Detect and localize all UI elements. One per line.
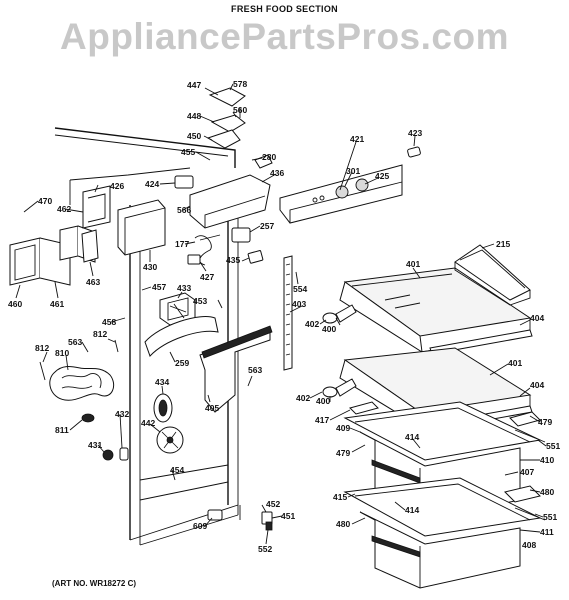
callout-259: 259 <box>175 358 189 368</box>
callout-480b: 480 <box>336 519 350 529</box>
callout-551b: 551 <box>543 512 557 522</box>
callout-435: 435 <box>226 255 240 265</box>
callout-453: 453 <box>193 296 207 306</box>
callout-578: 578 <box>233 79 247 89</box>
shelf-support-rail <box>199 255 293 413</box>
callout-462: 462 <box>57 204 71 214</box>
callout-432: 432 <box>115 409 129 419</box>
callout-425: 425 <box>375 171 389 181</box>
hinge-parts <box>207 505 273 531</box>
callout-454: 454 <box>170 465 184 475</box>
callout-403: 403 <box>292 299 306 309</box>
callout-470: 470 <box>38 196 52 206</box>
callout-479a: 479 <box>538 417 552 427</box>
control-housing <box>174 154 273 229</box>
callout-480a: 480 <box>540 487 554 497</box>
callout-551a: 551 <box>546 441 560 451</box>
light-shield <box>144 316 219 357</box>
callout-417: 417 <box>315 415 329 425</box>
callout-447: 447 <box>187 80 201 90</box>
callout-402b: 402 <box>296 393 310 403</box>
callout-424: 424 <box>145 179 159 189</box>
callout-563a: 563 <box>68 337 82 347</box>
callout-280: 280 <box>262 152 276 162</box>
callout-452: 452 <box>266 499 280 509</box>
callout-460: 460 <box>8 299 22 309</box>
callout-labels: 447 578 448 560 450 455 280 421 423 436 … <box>8 79 560 554</box>
callout-421: 421 <box>350 134 364 144</box>
callout-401a: 401 <box>406 259 420 269</box>
callout-430: 430 <box>143 262 157 272</box>
callout-566: 566 <box>177 205 191 215</box>
callout-810: 810 <box>55 348 69 358</box>
callout-458: 458 <box>102 317 116 327</box>
callout-404b: 404 <box>530 380 544 390</box>
callout-563b: 563 <box>248 365 262 375</box>
left-side-components <box>9 185 166 286</box>
callout-400a: 400 <box>322 324 336 334</box>
callout-408: 408 <box>522 540 536 550</box>
callout-433: 433 <box>177 283 191 293</box>
callout-215: 215 <box>496 239 510 249</box>
wiring-and-thermostat <box>187 227 264 266</box>
callout-442: 442 <box>141 418 155 428</box>
upper-bracket-parts <box>206 87 246 149</box>
leader-lines <box>15 83 547 545</box>
shelf-brackets <box>322 304 357 398</box>
callout-609: 609 <box>193 521 207 531</box>
callout-405: 405 <box>205 403 219 413</box>
callout-463: 463 <box>86 277 100 287</box>
callout-400b: 400 <box>316 396 330 406</box>
callout-301: 301 <box>346 166 360 176</box>
control-panel <box>279 146 421 224</box>
callout-177: 177 <box>175 239 189 249</box>
callout-812b: 812 <box>93 329 107 339</box>
callout-410: 410 <box>540 455 554 465</box>
callout-434: 434 <box>155 377 169 387</box>
callout-560: 560 <box>233 105 247 115</box>
callout-411: 411 <box>540 527 554 537</box>
callout-448: 448 <box>187 111 201 121</box>
watermark: AppliancePartsPros.com <box>60 16 509 57</box>
crisper-lower <box>343 477 546 589</box>
callout-415: 415 <box>333 492 347 502</box>
damper-fan <box>153 393 184 454</box>
section-title: FRESH FOOD SECTION <box>231 4 338 14</box>
callout-407: 407 <box>520 467 534 477</box>
callout-461: 461 <box>50 299 64 309</box>
callout-552: 552 <box>258 544 272 554</box>
callout-414b: 414 <box>405 505 419 515</box>
storage-bin <box>454 244 531 306</box>
callout-812a: 812 <box>35 343 49 353</box>
callout-450: 450 <box>187 131 201 141</box>
callout-426: 426 <box>110 181 124 191</box>
callout-427: 427 <box>200 272 214 282</box>
callout-423: 423 <box>408 128 422 138</box>
callout-455: 455 <box>181 147 195 157</box>
heater-assembly <box>39 339 129 461</box>
callout-257: 257 <box>260 221 274 231</box>
callout-479b: 479 <box>336 448 350 458</box>
callout-436: 436 <box>270 168 284 178</box>
callout-401b: 401 <box>508 358 522 368</box>
callout-402a: 402 <box>305 319 319 329</box>
light-assembly <box>159 292 196 326</box>
callout-457: 457 <box>152 282 166 292</box>
callout-404a: 404 <box>530 313 544 323</box>
callout-409: 409 <box>336 423 350 433</box>
art-number: (ART NO. WR18272 C) <box>52 579 137 588</box>
callout-414a: 414 <box>405 432 419 442</box>
callout-811: 811 <box>55 425 69 435</box>
callout-451: 451 <box>281 511 295 521</box>
callout-554: 554 <box>293 284 307 294</box>
callout-431: 431 <box>88 440 102 450</box>
